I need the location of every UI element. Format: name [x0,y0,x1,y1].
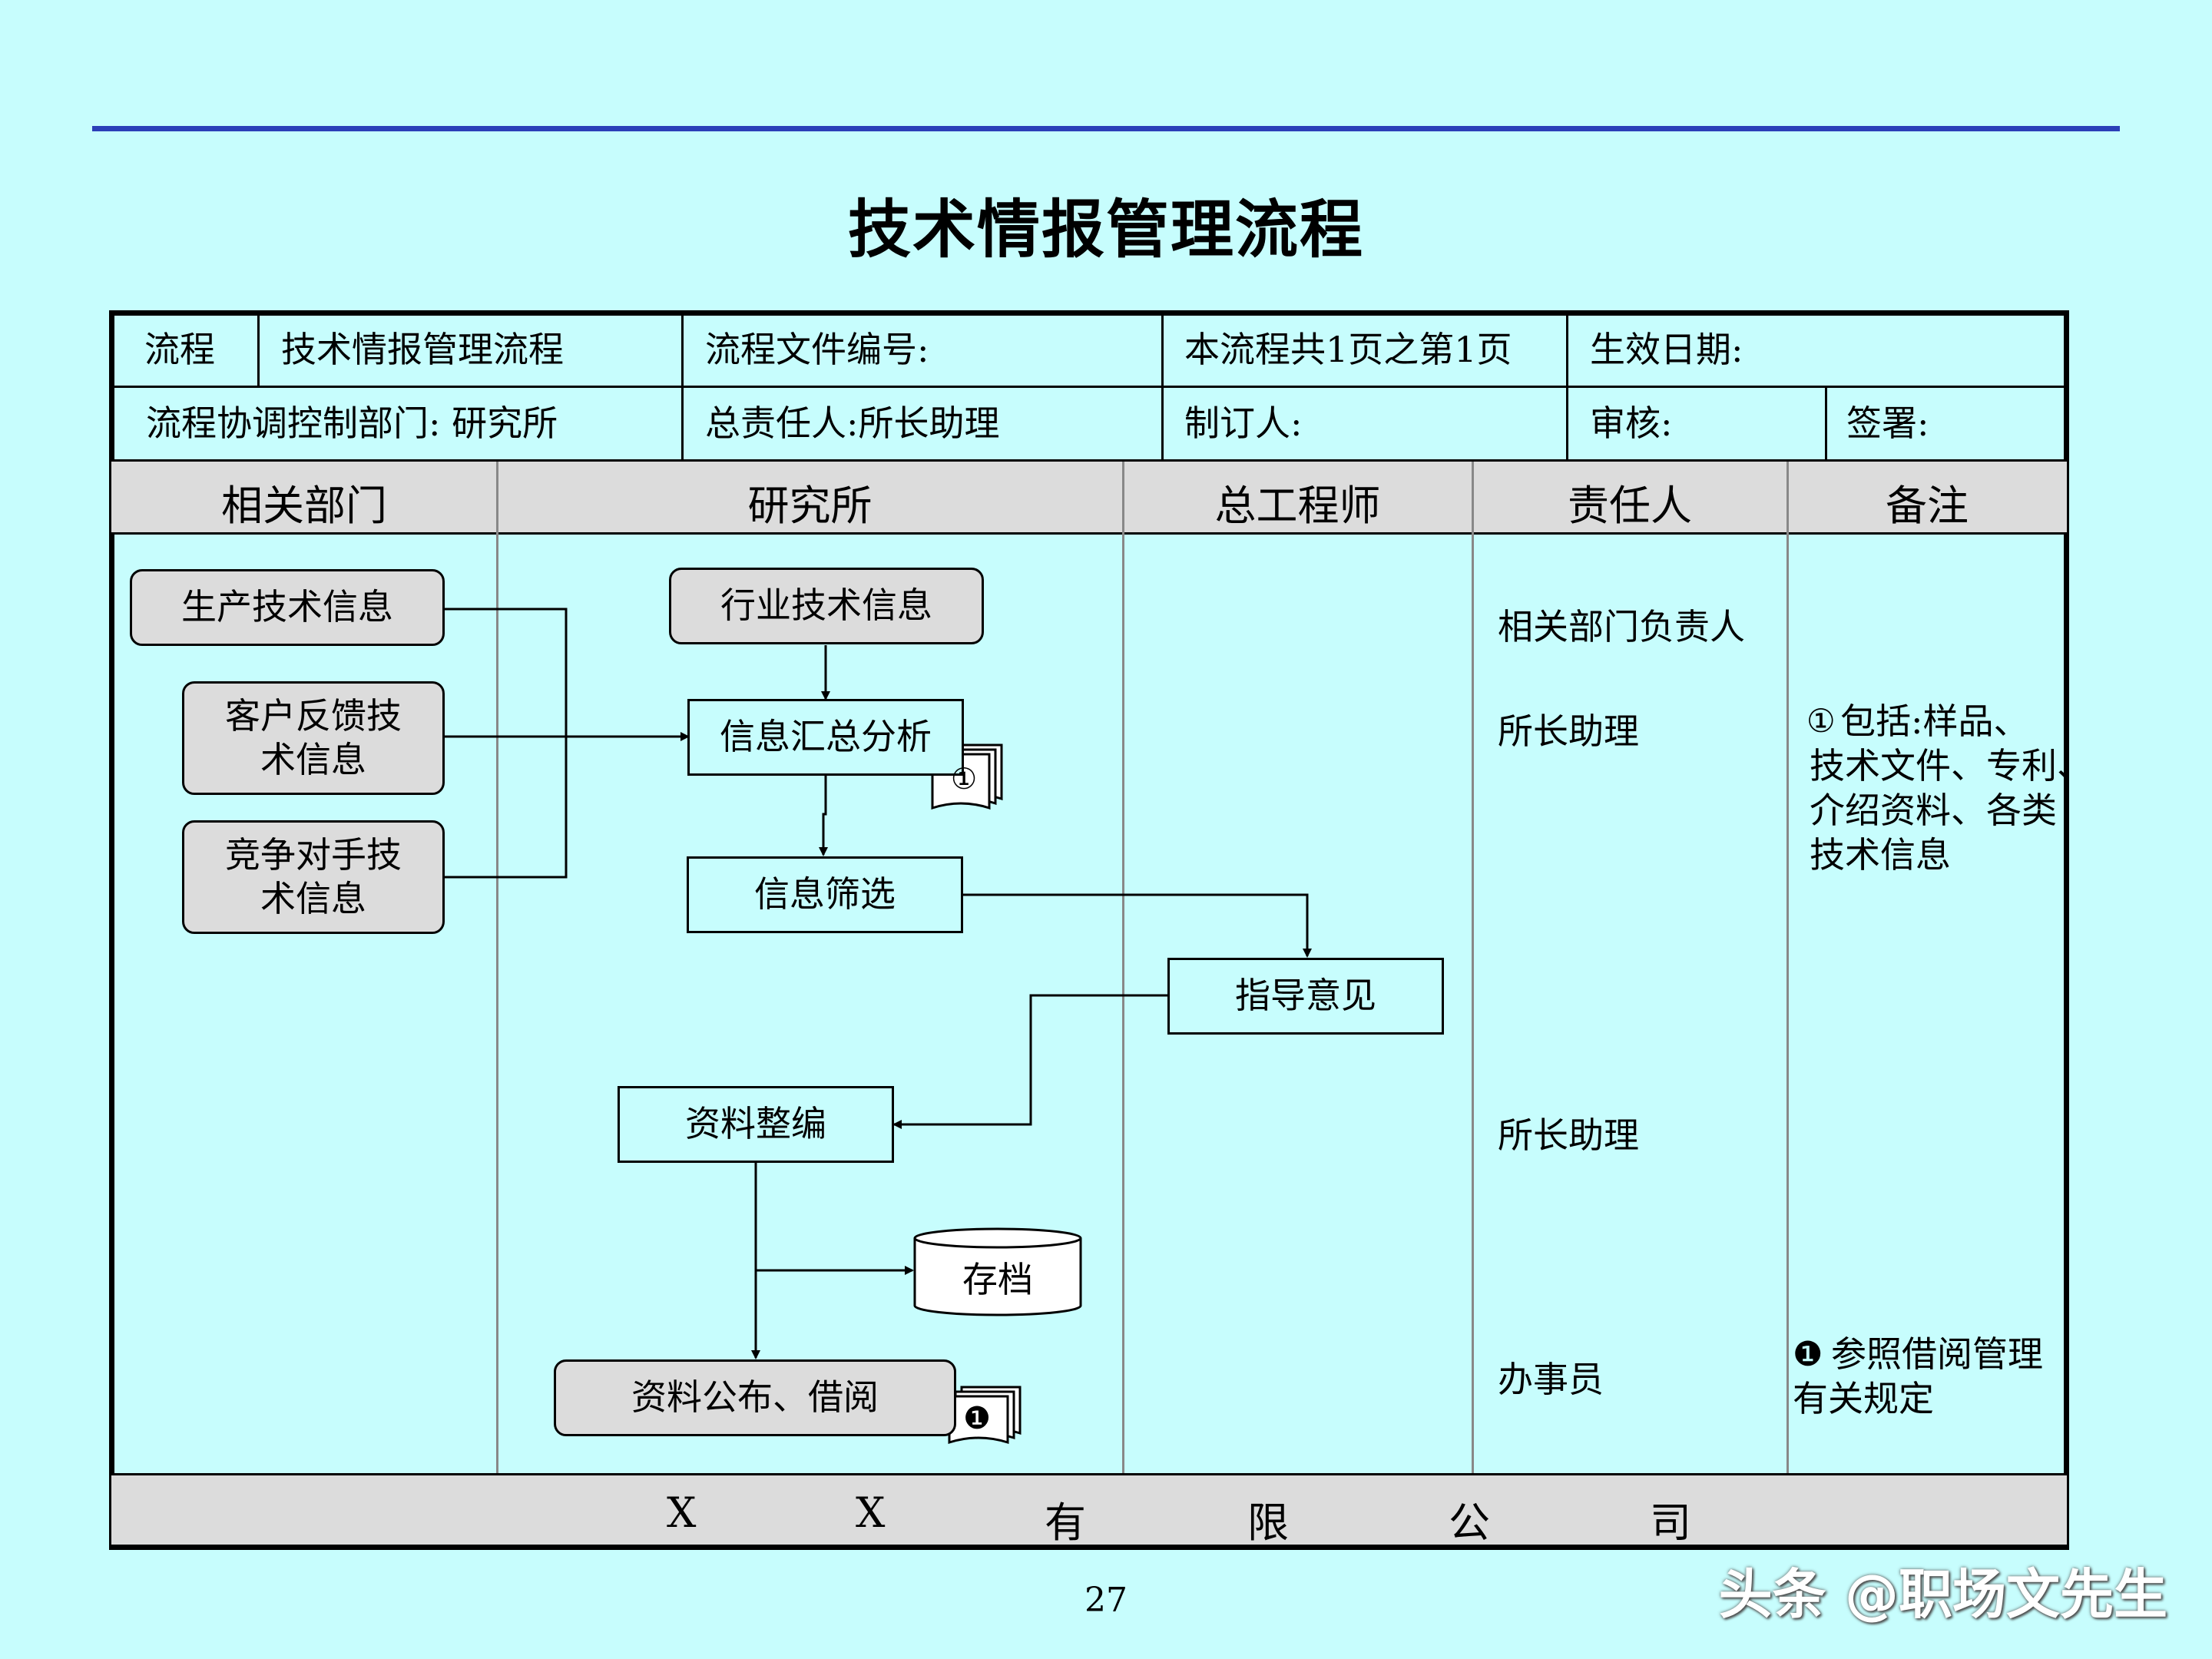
lane-divider [1786,462,1789,1475]
note-marker-1: ① [1806,702,1836,740]
doc-number: 流程文件编号: [705,329,929,370]
node-label: 竞争对手技 [225,833,402,876]
label-process: 流程 [144,329,215,370]
summary-document-stack [931,743,1003,810]
control-department: 流程协调控制部门: 研究所 [146,402,558,444]
node-archive: 存档 [962,1259,1033,1300]
effective-date: 生效日期: [1590,329,1743,370]
flowchart-frame [109,310,2069,1550]
column-chief-engineer: 总工程师 [1214,482,1381,530]
responsible-assistant-director: 所长助理 [1498,710,1639,752]
lane-divider [1122,462,1124,1475]
node-label: 行业技术信息 [720,584,932,627]
node-guidance-opinion: 指导意见 [1167,958,1444,1035]
column-header-band [111,462,2067,532]
footer-company-char: X [856,1488,886,1537]
owner: 总责任人:所长助理 [705,402,1000,444]
note-borrow-rules: 参照借阅管理 有关规定 [1793,1333,2043,1419]
page-number: 27 [1084,1581,1128,1620]
archive-cylinder-shape [913,1227,1082,1316]
header-bottom-rule [111,459,2067,462]
column-remarks: 备注 [1886,482,1969,530]
node-publish-borrow: 资料公布、借阅 [554,1359,956,1436]
connector-summary-to-filter [819,774,828,856]
node-industry-tech-info: 行业技术信息 [669,568,984,644]
footer-company-char: X [667,1488,697,1537]
numbered-marker-icon: ❶ [963,1401,991,1436]
footer-band [111,1475,2067,1545]
header-divider [681,313,684,461]
watermark: 头条 @职场文先生 [1718,1563,2167,1626]
footer-company-char: 有 [1045,1498,1086,1547]
footer-company-char: 司 [1650,1498,1691,1547]
author: 制订人: [1184,402,1303,444]
node-production-tech-info: 生产技术信息 [130,569,445,646]
page-count: 本流程共1页之第1页 [1184,329,1512,370]
header-divider [257,313,260,387]
header-divider [1566,313,1568,461]
header-divider [1161,313,1164,461]
node-info-summary-analysis: 信息汇总分析 [687,699,964,776]
column-related-departments: 相关部门 [221,482,387,530]
connector-guidance-to-compile [892,994,1169,1129]
lane-divider [496,462,498,1475]
node-label: 生产技术信息 [181,586,393,628]
footer-company-char: 限 [1247,1498,1289,1547]
node-label: 资料整编 [685,1103,826,1145]
node-label: 客户反馈技 [225,694,402,737]
connector-prod-to-merge [444,608,568,879]
page-title: 技术情报管理流程 [847,194,1364,267]
node-label: 资料公布、借阅 [631,1376,879,1419]
footer-rule [111,1473,2067,1475]
column-header-rule [111,532,2067,535]
process-name: 技术情报管理流程 [281,329,564,370]
node-customer-feedback-info: 客户反馈技 术信息 [182,681,445,795]
footer-company-char: 公 [1449,1498,1490,1547]
responsible-clerk: 办事员 [1498,1359,1604,1400]
note-marker-2: ❶ [1793,1335,1823,1374]
signature: 签署: [1846,402,1929,444]
column-institute: 研究所 [747,482,873,530]
header-row-divider [111,386,2067,388]
publish-document-stack [948,1386,1022,1445]
reviewer: 审核: [1590,402,1673,444]
node-label: 术信息 [260,739,366,780]
node-label: 信息筛选 [754,873,896,916]
connector-filter-to-guidance [962,893,1312,958]
responsible-assistant-director: 所长助理 [1498,1114,1639,1156]
header-divider [1825,386,1827,461]
node-competitor-info: 竞争对手技 术信息 [182,820,445,934]
node-label: 信息汇总分析 [720,716,932,758]
node-info-filter: 信息筛选 [687,856,963,933]
node-label: 指导意见 [1235,975,1376,1017]
clock-marker-icon: ① [950,762,978,796]
node-material-compile: 资料整编 [618,1086,894,1163]
column-responsible: 责任人 [1568,482,1692,530]
lane-divider [1472,462,1474,1475]
top-rule [92,126,2120,131]
note-includes: 包括:样品、 技术文件、专利、 介绍资料、各类 技术信息 [1810,700,2092,876]
responsible-related-dept-head: 相关部门负责人 [1498,606,1745,647]
node-label: 术信息 [260,878,366,919]
